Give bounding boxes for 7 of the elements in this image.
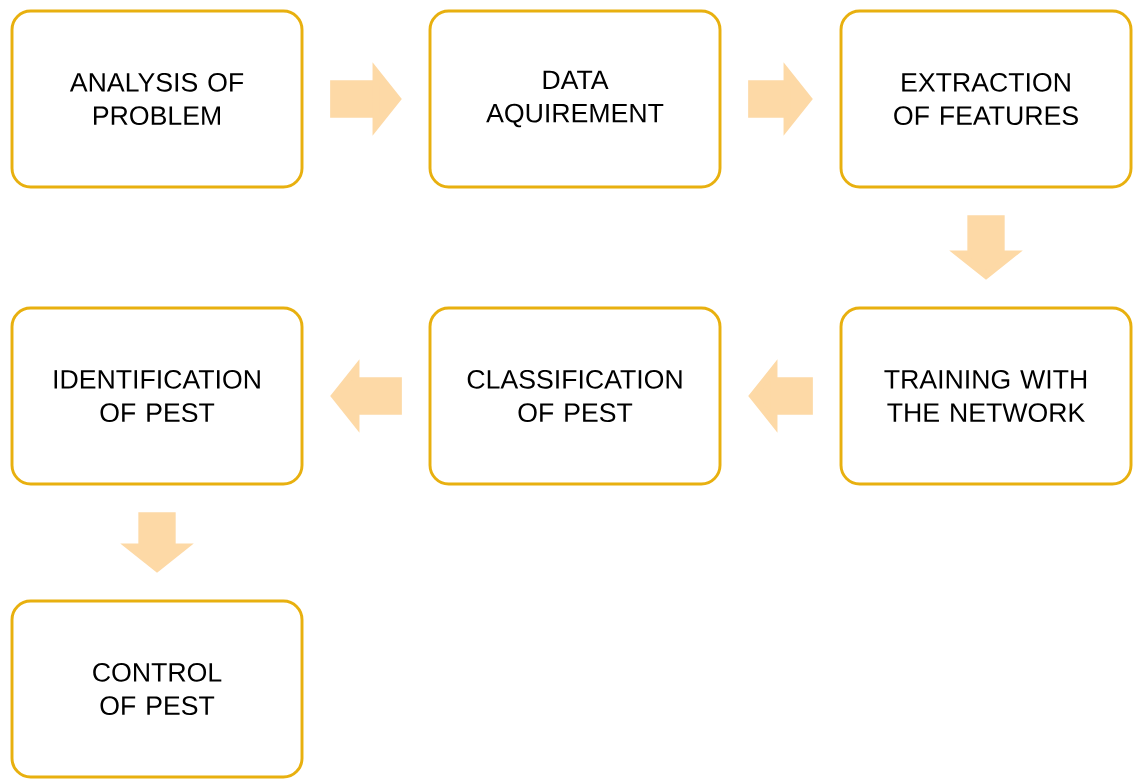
process-box: IDENTIFICATION OF PEST [10, 306, 304, 486]
process-box: TRAINING WITH THE NETWORK [839, 306, 1133, 486]
process-box: CLASSIFICATION OF PEST [428, 306, 722, 486]
process-box: CONTROL OF PEST [10, 599, 304, 779]
process-box: EXTRACTION OF FEATURES [839, 9, 1133, 189]
process-box: DATA AQUIREMENT [428, 9, 722, 189]
process-box: ANALYSIS OF PROBLEM [10, 9, 304, 189]
